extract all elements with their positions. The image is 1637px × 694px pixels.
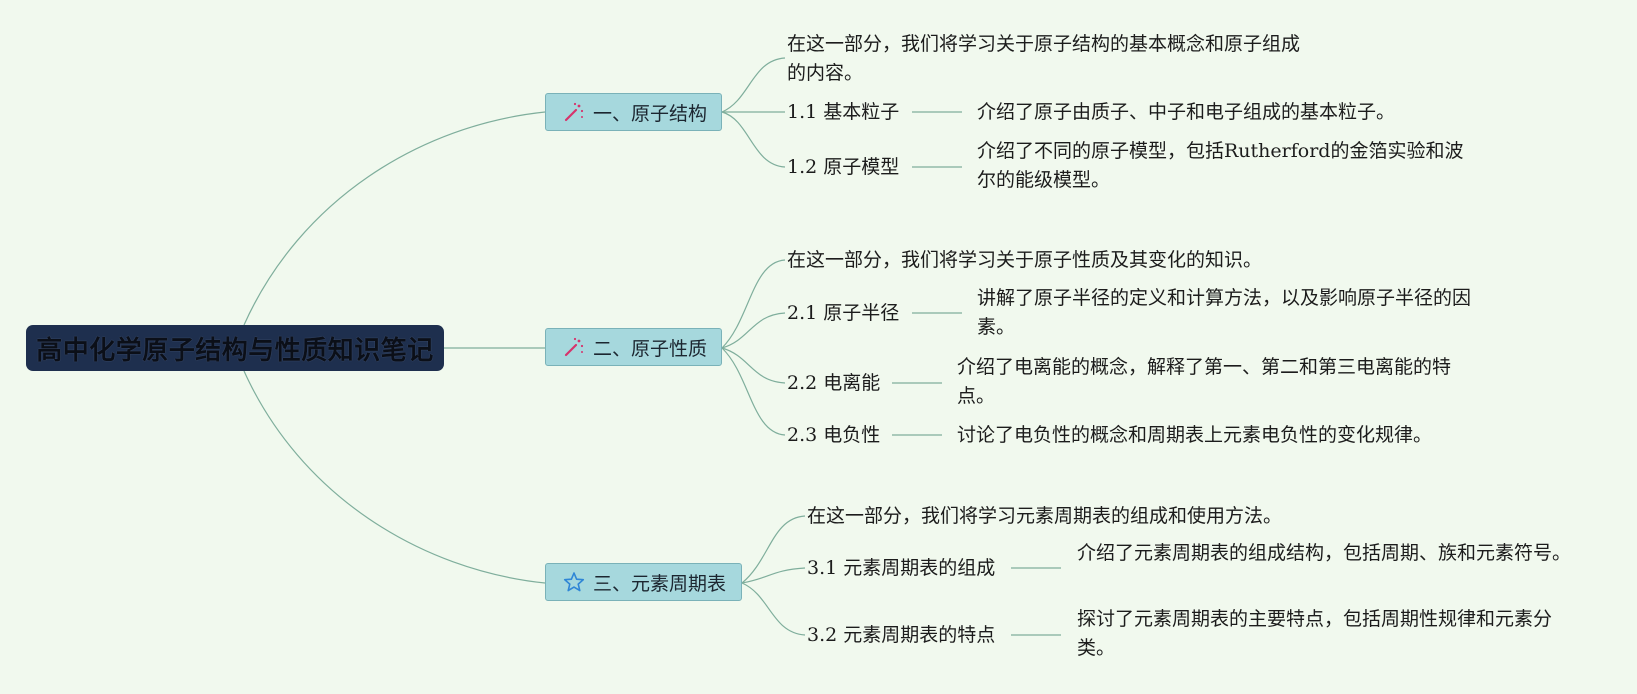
branch-atomic-properties[interactable]: 二、原子性质 — [545, 328, 722, 366]
connector-root-branch3 — [243, 370, 546, 584]
branch-label: 一、原子结构 — [593, 102, 708, 125]
branch-intro: 在这一部分，我们将学习关于原子结构的基本概念和原子组成的内容。 — [787, 33, 1301, 84]
subtopic-desc: 介绍了不同的原子模型，包括Rutherford的金箔实验和波尔的能级模型。 — [977, 140, 1464, 191]
subtopic-desc: 介绍了电离能的概念，解释了第一、第二和第三电离能的特点。 — [957, 356, 1452, 407]
branch-label: 二、原子性质 — [593, 337, 708, 360]
subtopic-title[interactable]: 2.2 电离能 — [787, 372, 881, 394]
subtopic-title[interactable]: 1.2 原子模型 — [787, 156, 900, 178]
connector-b3-intro — [741, 515, 806, 584]
branch-label: 三、元素周期表 — [593, 572, 727, 595]
subtopic-desc: 讲解了原子半径的定义和计算方法，以及影响原子半径的因素。 — [977, 287, 1472, 338]
subtopic-title[interactable]: 2.1 原子半径 — [787, 302, 900, 324]
branch-periodic-table[interactable]: 三、元素周期表 — [545, 563, 742, 601]
branch-intro: 在这一部分，我们将学习元素周期表的组成和使用方法。 — [807, 505, 1283, 527]
subtopic-title[interactable]: 2.3 电负性 — [787, 424, 881, 446]
connector-root-branch1 — [243, 111, 546, 326]
subtopic-desc: 介绍了元素周期表的组成结构，包括周期、族和元素符号。 — [1077, 542, 1572, 564]
branch-intro: 在这一部分，我们将学习关于原子性质及其变化的知识。 — [787, 249, 1263, 271]
branch-atomic-structure[interactable]: 一、原子结构 — [545, 93, 722, 131]
connector-b2-item3 — [721, 347, 786, 436]
subtopic-title[interactable]: 3.2 元素周期表的特点 — [807, 624, 996, 646]
root-title: 高中化学原子结构与性质知识笔记 — [36, 335, 434, 366]
subtopic-desc: 介绍了原子由质子、中子和电子组成的基本粒子。 — [977, 101, 1396, 123]
connector-b3-item1 — [741, 567, 806, 584]
magic-wand-icon — [564, 337, 584, 357]
magic-wand-icon — [564, 102, 584, 122]
connector-b2-intro — [721, 259, 786, 349]
subtopic-desc: 讨论了电负性的概念和周期表上元素电负性的变化规律。 — [957, 424, 1433, 446]
root-node[interactable]: 高中化学原子结构与性质知识笔记 — [26, 325, 444, 371]
connector-b2-item2 — [721, 347, 786, 384]
star-icon — [563, 572, 585, 592]
subtopic-desc: 探讨了元素周期表的主要特点，包括周期性规律和元素分类。 — [1077, 608, 1553, 659]
subtopic-title[interactable]: 3.1 元素周期表的组成 — [807, 557, 996, 579]
connector-b3-item2 — [741, 582, 806, 636]
connector-b2-item1 — [721, 312, 786, 349]
connector-b1-intro — [721, 57, 786, 113]
connector-b1-item2 — [721, 111, 786, 168]
subtopic-title[interactable]: 1.1 基本粒子 — [787, 101, 900, 123]
